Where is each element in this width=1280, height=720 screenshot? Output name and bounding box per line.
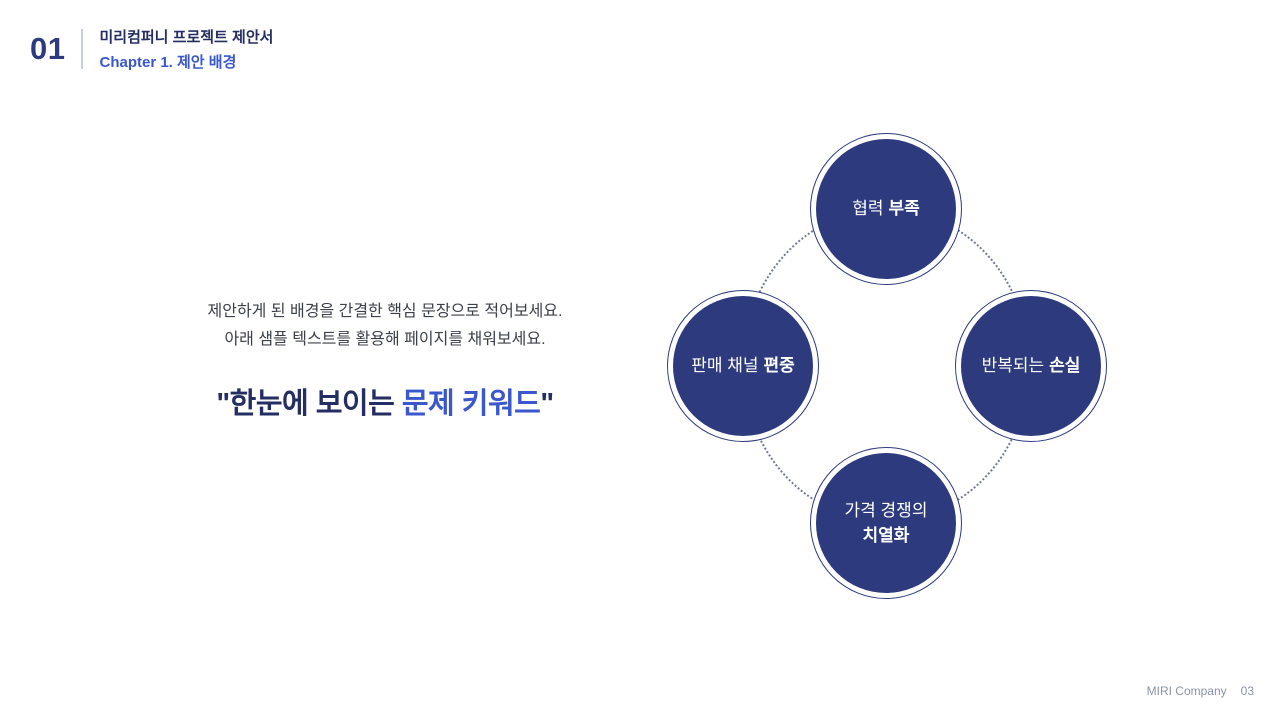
chapter-number: 01: [30, 31, 66, 66]
footer-company: MIRI Company: [1146, 684, 1227, 698]
circle-label-regular: 반복되는: [981, 356, 1045, 376]
circle-label-regular: 판매 채널: [691, 356, 759, 376]
intro-description-line1: 제안하게 된 배경을 간결한 핵심 문장으로 적어보세요.: [207, 303, 563, 320]
circle-label-bold: 부족: [888, 199, 920, 219]
header-text: 미리컴퍼니 프로젝트 제안서 Chapter 1. 제안 배경: [99, 26, 273, 72]
headline-prefix: "한눈에 보이는: [216, 388, 402, 420]
slide-footer: MIRI Company 03: [1147, 684, 1254, 698]
circle-label-bold: 손실: [1049, 356, 1081, 376]
chapter-subtitle: Chapter 1. 제안 배경: [99, 54, 237, 71]
headline: "한눈에 보이는 문제 키워드": [85, 380, 685, 422]
headline-accent: 문제 키워드: [401, 388, 541, 420]
slide-header: 01 미리컴퍼니 프로젝트 제안서 Chapter 1. 제안 배경: [30, 26, 273, 72]
headline-suffix: ": [540, 388, 554, 420]
intro-description: 제안하게 된 배경을 간결한 핵심 문장으로 적어보세요. 아래 샘플 텍스트를…: [85, 298, 685, 354]
footer-page-number: 03: [1240, 684, 1254, 698]
intro-description-line2: 아래 샘플 텍스트를 활용해 페이지를 채워보세요.: [224, 331, 546, 348]
circle-label-regular: 가격 경쟁의: [844, 500, 928, 520]
circle-label-bold: 치열화: [862, 526, 910, 545]
circle-label-regular: 협력: [852, 199, 884, 219]
circle-label-bold: 편중: [763, 356, 795, 376]
header-divider: [81, 29, 84, 69]
proposal-title: 미리컴퍼니 프로젝트 제안서: [99, 29, 274, 46]
intro-block: 제안하게 된 배경을 간결한 핵심 문장으로 적어보세요. 아래 샘플 텍스트를…: [85, 298, 685, 422]
